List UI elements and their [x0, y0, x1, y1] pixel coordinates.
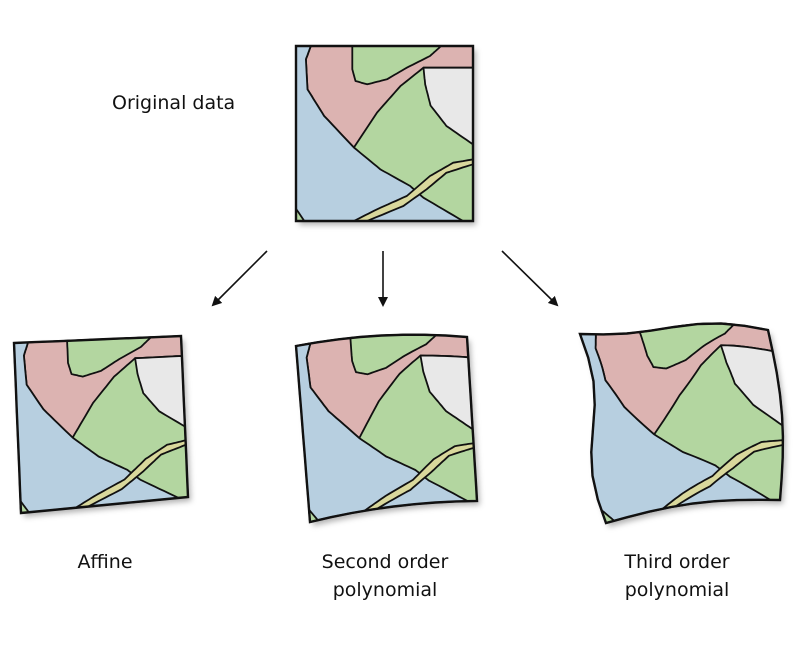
map-frame — [294, 44, 475, 223]
second-order-map — [294, 333, 479, 524]
green-top-region — [351, 45, 442, 86]
arrow-to-affine — [211, 250, 268, 307]
green-top-region — [638, 322, 736, 370]
green-top-region — [66, 336, 152, 378]
affine-map — [12, 334, 190, 515]
map-frame — [12, 334, 190, 515]
original-map — [294, 44, 475, 223]
map-frame — [578, 322, 785, 525]
original-data-label: Original data — [112, 92, 236, 114]
third-order-line1: Third order — [624, 551, 730, 573]
second-order-label: Second order polynomial — [285, 548, 485, 604]
second-order-line2: polynomial — [332, 579, 438, 601]
second-order-line1: Second order — [321, 551, 449, 573]
affine-label: Affine — [77, 551, 133, 573]
arrow-to-third-order — [501, 250, 559, 307]
third-order-label: Third order polynomial — [577, 548, 777, 604]
green-top-region — [349, 333, 438, 376]
map-frame — [294, 333, 479, 524]
third-order-line2: polynomial — [624, 579, 730, 601]
third-order-map — [578, 322, 785, 525]
